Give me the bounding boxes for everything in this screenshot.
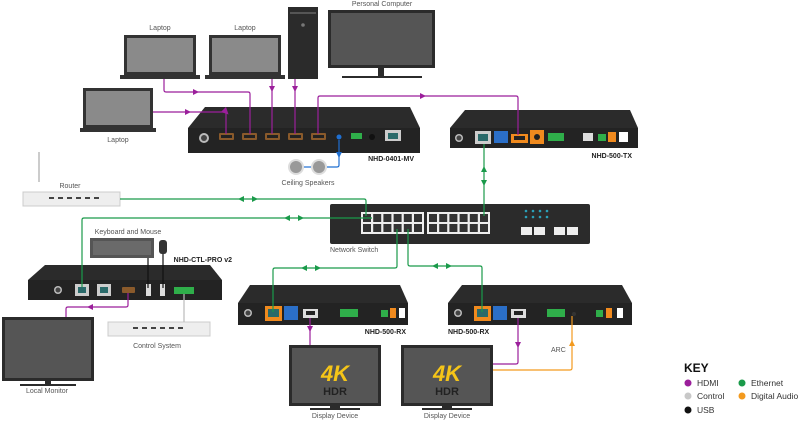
arc-label: ARC <box>551 347 566 354</box>
legend-title: KEY <box>684 361 709 375</box>
cable-arrows <box>87 86 575 348</box>
nhd-0401-mv-device <box>188 107 420 153</box>
ethernet-router-switch <box>120 198 367 216</box>
local-monitor <box>2 317 94 386</box>
legend-hdmi-swatch <box>684 379 692 387</box>
switch-port <box>363 224 371 232</box>
switch-port <box>469 224 478 232</box>
keyboard-and-mouse <box>90 238 167 258</box>
hdmi-cable-laptop3-mv <box>153 106 229 134</box>
switch-port <box>429 224 437 232</box>
pc-label: Personal Computer <box>352 1 413 8</box>
switch-port <box>393 224 402 232</box>
switch-port <box>414 224 422 232</box>
display-2-hdr-text: HDR <box>435 386 459 398</box>
switch-port <box>373 224 382 232</box>
pc-monitor <box>328 10 435 78</box>
switch-port <box>403 224 412 232</box>
switch-port <box>480 214 488 222</box>
control-system <box>107 321 211 337</box>
display-device-2-label: Display Device <box>424 413 470 420</box>
nhd-500-tx-label: NHD-500-TX <box>592 153 633 160</box>
switch-port <box>383 214 392 222</box>
nhd-500-rx-2-device <box>448 285 632 325</box>
router-label: Router <box>59 183 81 190</box>
laptop-1 <box>120 35 200 79</box>
hdmi-cable-laptop1-mv <box>163 79 251 134</box>
display-device-1-label: Display Device <box>312 413 358 420</box>
laptop-3-label: Laptop <box>107 137 129 144</box>
legend-hdmi-label: HDMI <box>697 378 719 388</box>
nhd-ctl-pro-device <box>28 265 222 300</box>
legend-control-label: Control <box>697 391 725 401</box>
arc-audio-cable <box>493 316 573 371</box>
nhd-500-rx-1-label: NHD-500-RX <box>365 329 407 336</box>
legend-control-swatch <box>684 392 692 400</box>
legend-digital-audio-swatch <box>738 392 746 400</box>
legend-ethernet-label: Ethernet <box>751 378 784 388</box>
network-switch <box>330 204 590 244</box>
switch-port <box>469 214 478 222</box>
switch-port <box>383 224 392 232</box>
switch-port <box>429 214 437 222</box>
network-switch-label: Network Switch <box>330 247 378 254</box>
display-1-hdr-text: HDR <box>323 386 347 398</box>
switch-port <box>403 214 412 222</box>
hdmi-cable-mv-tx <box>317 95 519 135</box>
laptop-1-label: Laptop <box>149 25 171 32</box>
nhd-500-rx-2-label: NHD-500-RX <box>448 329 490 336</box>
ethernet-switch-rx2 <box>407 229 483 312</box>
local-monitor-label: Local Monitor <box>26 388 69 395</box>
laptop-2 <box>205 35 285 79</box>
switch-port <box>459 224 468 232</box>
switch-port <box>449 224 458 232</box>
switch-port <box>439 224 448 232</box>
display-2-4k-text: 4K <box>432 361 463 386</box>
switch-port <box>373 214 382 222</box>
legend-ethernet-swatch <box>738 379 746 387</box>
nhd-500-rx-1-device <box>238 285 408 325</box>
control-system-label: Control System <box>133 343 181 350</box>
legend-digital-audio-label: Digital Audio <box>751 391 799 401</box>
ceiling-speakers <box>288 159 327 175</box>
hdmi-cable-rx2-display2 <box>493 318 519 365</box>
display-1-4k-text: 4K <box>320 361 351 386</box>
switch-port <box>393 214 402 222</box>
ceiling-speakers-label: Ceiling Speakers <box>282 180 335 187</box>
legend: KEY HDMI Ethernet Control Digital Audio … <box>684 361 799 415</box>
hdmi-cable-ctl-monitor <box>65 293 129 317</box>
legend-usb-swatch <box>684 406 692 414</box>
nhd-500-tx-device <box>450 110 638 148</box>
keyboard-mouse-label: Keyboard and Mouse <box>95 229 162 236</box>
laptop-2-label: Laptop <box>234 25 256 32</box>
legend-usb-label: USB <box>697 405 715 415</box>
switch-port <box>480 224 488 232</box>
switch-port <box>449 214 458 222</box>
laptop-3 <box>80 88 156 132</box>
router <box>22 152 121 207</box>
nhd-0401-mv-label: NHD-0401-MV <box>368 156 414 163</box>
pc-tower <box>288 7 318 79</box>
display-device-1: 4K HDR <box>289 345 381 410</box>
nhd-ctl-pro-label: NHD-CTL-PRO v2 <box>174 257 232 264</box>
switch-port <box>414 214 422 222</box>
ethernet-switch-rx1 <box>272 229 398 312</box>
switch-port <box>439 214 448 222</box>
switch-port <box>459 214 468 222</box>
speaker-cable <box>327 140 340 168</box>
ethernet-ctl-switch <box>81 217 372 287</box>
display-device-2: 4K HDR <box>401 345 493 410</box>
